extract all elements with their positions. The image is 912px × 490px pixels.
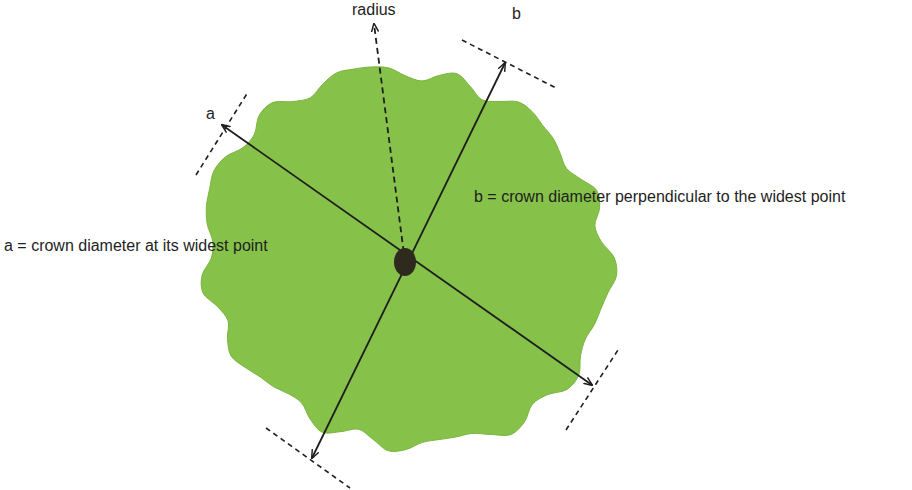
definition-note: b = crown diameter perpendicular to the … bbox=[474, 187, 845, 206]
diameter-label: b bbox=[512, 4, 521, 23]
definition-note: a = crown diameter at its widest point bbox=[4, 236, 268, 255]
tick-line bbox=[566, 350, 618, 430]
tick-line bbox=[266, 428, 350, 488]
diameter-label: a bbox=[206, 104, 215, 123]
diameter-b-arrow bbox=[312, 63, 505, 458]
trunk-dot bbox=[394, 248, 416, 276]
diameter-a-arrow bbox=[222, 125, 592, 385]
radius-arrow bbox=[374, 24, 405, 262]
tick-line bbox=[196, 92, 248, 175]
tick-line bbox=[462, 40, 556, 88]
radius-label: radius bbox=[352, 0, 396, 19]
tree-crown bbox=[201, 67, 617, 452]
